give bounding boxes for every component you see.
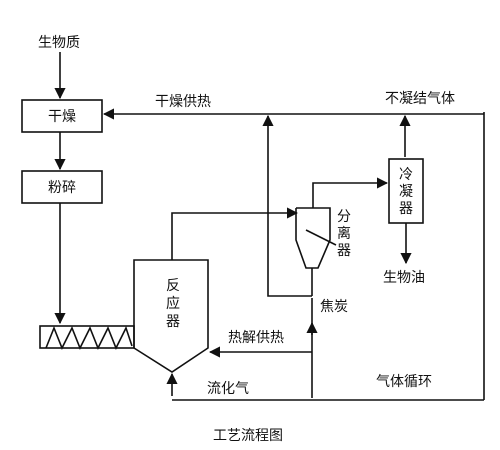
reactor-label-2: 应 xyxy=(166,295,180,312)
condenser-label-3: 器 xyxy=(399,201,413,217)
biomass-label: 生物质 xyxy=(38,35,80,51)
screw-feeder xyxy=(39,325,135,350)
crushing-box xyxy=(21,170,103,204)
reactor-to-separator-line xyxy=(171,207,299,260)
separator-label-1: 分 xyxy=(337,209,351,225)
separator-label-2: 离 xyxy=(337,225,351,242)
noncondensable-gas-label: 不凝结气体 xyxy=(385,91,455,107)
separator-to-condenser-line xyxy=(312,177,389,189)
bio-oil-label: 生物油 xyxy=(383,270,425,286)
drying-label: 干燥 xyxy=(48,109,76,125)
crushing-label: 粉碎 xyxy=(48,180,76,196)
separator-label-3: 器 xyxy=(337,243,351,259)
condenser-label-2: 凝 xyxy=(399,184,413,200)
diagram-caption: 工艺流程图 xyxy=(213,428,283,444)
drying-heat-label: 干燥供热 xyxy=(155,94,211,110)
condenser-label-1: 冷 xyxy=(399,167,413,183)
separator-leader-line xyxy=(305,229,337,246)
gas-circulation-label: 气体循环 xyxy=(376,374,432,390)
reactor-label-1: 反 xyxy=(166,278,180,294)
char-label: 焦炭 xyxy=(320,299,348,315)
pyrolysis-heat-label: 热解供热 xyxy=(228,330,284,346)
cyclone-separator xyxy=(295,188,331,296)
fluidizing-gas-label: 流化气 xyxy=(207,381,249,397)
drying-box xyxy=(21,99,103,133)
reactor-label-3: 器 xyxy=(166,314,180,330)
reactor-vessel xyxy=(133,259,209,373)
char-to-drying-heat-line xyxy=(262,114,312,297)
